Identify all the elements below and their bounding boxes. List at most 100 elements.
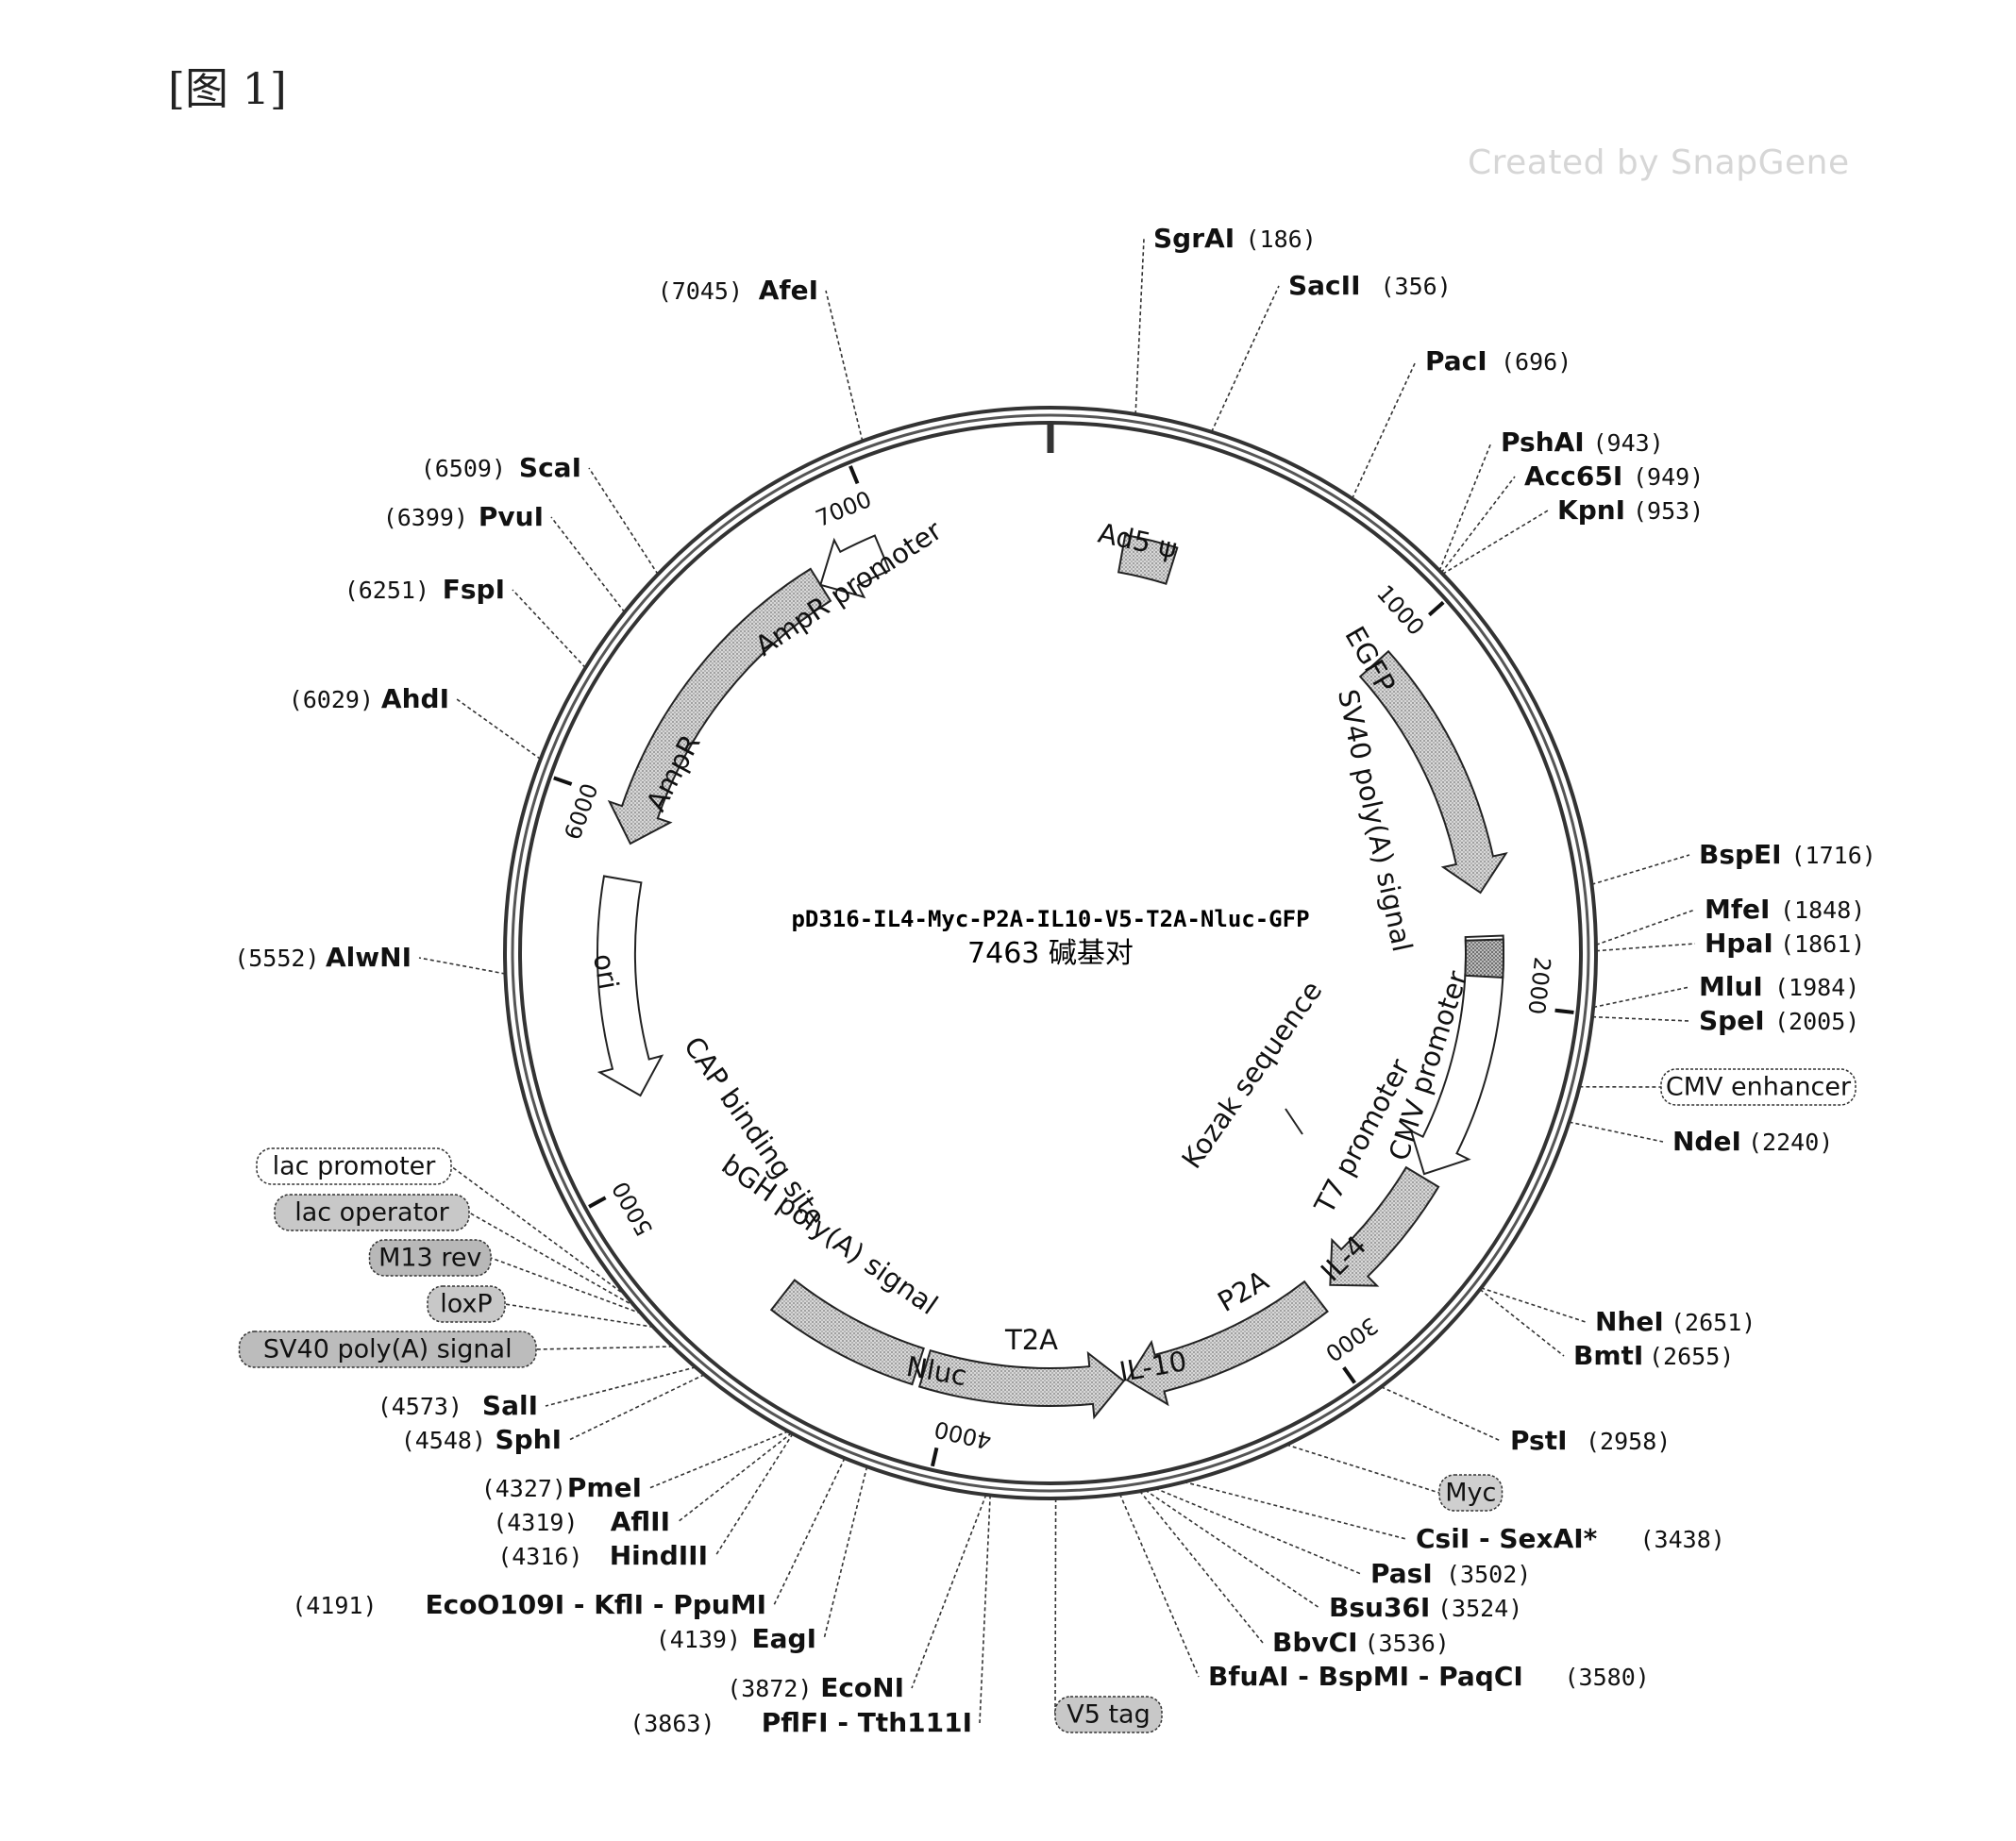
site-position: (3502) [1446, 1561, 1531, 1588]
site-position: (1984) [1774, 974, 1859, 1001]
boxed-label-v5-tag: V5 tag [1067, 1700, 1151, 1730]
plasmid-length: 7463 碱基对 [967, 937, 1134, 970]
site-position: (6399) [383, 504, 468, 531]
site-position: (3524) [1437, 1595, 1522, 1622]
tick-label-4000: 4000 [932, 1415, 994, 1454]
site-position: (5552) [234, 945, 319, 972]
site-label-pflfi-tth111i: PflFI - Tth111I(3863) [630, 1707, 972, 1738]
site-position: (3580) [1565, 1664, 1650, 1691]
site-name: PasI [1370, 1558, 1433, 1589]
site-label-sphi: SphI(4548) [401, 1424, 562, 1455]
site-leader-mlui [1592, 986, 1690, 1009]
site-label-fspi: FspI(6251) [344, 574, 505, 605]
site-position: (3872) [727, 1675, 812, 1702]
tick-mark-4000 [930, 1447, 939, 1467]
site-label-afei: AfeI(7045) [658, 275, 818, 306]
site-name: PvuI [479, 501, 544, 532]
kozak-marker [1285, 1108, 1303, 1135]
tick-label-3000: 3000 [1320, 1312, 1383, 1366]
site-leader-afei [825, 290, 864, 442]
site-position: (4327) [481, 1475, 566, 1502]
site-leader-ahdi [456, 698, 542, 761]
boxed-leader-v5-tag [1054, 1498, 1057, 1715]
site-leader-paci [1351, 360, 1417, 499]
feature-cmv-start-block [1464, 938, 1504, 979]
site-leader-ecoo109i-kfli-ppumi [773, 1457, 846, 1606]
boxed-frame-cmv-enhancer [1660, 1068, 1856, 1106]
site-name: AfeI [759, 275, 818, 306]
site-position: (356) [1381, 273, 1452, 300]
site-label-mlui: MluI (1984) [1699, 971, 1859, 1002]
feature-il-4 [1329, 1165, 1440, 1287]
boxed-leader-lac-promoter [450, 1165, 627, 1297]
site-group: SgrAI(186)SacII(356)PacI(696)PshAI(943)A… [234, 223, 1876, 1738]
site-leader-alwni [418, 957, 506, 975]
feature-egfp [1358, 649, 1508, 895]
site-name: MluI [1699, 971, 1763, 1002]
site-name: CsiI - SexAI* [1416, 1523, 1598, 1554]
boxed-label-lac-promoter: lac promoter [273, 1152, 437, 1181]
site-leader-spei [1591, 1015, 1690, 1022]
site-name: NheI [1595, 1306, 1664, 1337]
site-label-spei: SpeI (2005) [1699, 1005, 1859, 1036]
site-leader-hindiii [714, 1432, 794, 1557]
site-label-eagi: EagI(4139) [656, 1623, 816, 1654]
site-label-paci: PacI(696) [1425, 345, 1571, 377]
feature-ampr [607, 567, 832, 845]
site-position: (949) [1633, 463, 1704, 491]
tick-mark-7000 [848, 465, 860, 485]
site-position: (2005) [1774, 1008, 1859, 1035]
site-label-kpni: KpnI(953) [1557, 494, 1704, 526]
boxed-frame-m13-rev [368, 1239, 492, 1277]
site-name: Acc65I [1524, 460, 1622, 492]
tick-mark-3000 [1342, 1366, 1356, 1384]
site-leader-sgrai [1134, 238, 1145, 415]
site-label-bbvci: BbvCI(3536) [1272, 1627, 1450, 1658]
backbone-inner [518, 421, 1583, 1485]
site-label-hindiii: HindIII(4316) [497, 1540, 708, 1571]
site-label-csii-sexai: CsiI - SexAI*(3438) [1416, 1523, 1725, 1554]
site-name: KpnI [1557, 494, 1625, 526]
site-leader-pflfi-tth111i [979, 1495, 991, 1724]
site-name: HpaI [1705, 928, 1773, 959]
boxed-label-m13-rev: M13 rev [378, 1244, 481, 1273]
site-leader-bbvci [1139, 1490, 1264, 1644]
site-position: (2651) [1671, 1309, 1756, 1336]
site-leader-sacii [1210, 285, 1280, 433]
site-position: (1716) [1791, 842, 1876, 869]
boxed-leader-lac-operator [468, 1212, 636, 1308]
boxed-leader-myc [1285, 1444, 1440, 1494]
site-leader-pvui [550, 516, 626, 613]
tick-label-1000: 1000 [1371, 580, 1430, 641]
boxed-frame-sv40-poly-a-signal [238, 1331, 537, 1368]
feature-nluc [917, 1348, 1126, 1420]
site-leader-sali [545, 1366, 697, 1407]
site-name: FspI [443, 574, 505, 605]
site-name: SpeI [1699, 1005, 1765, 1036]
site-name: AflII [611, 1506, 670, 1537]
snapgene-watermark: Created by SnapGene [1468, 143, 1850, 182]
site-position: (4573) [378, 1393, 462, 1420]
site-leader-mfei [1595, 909, 1696, 946]
feature-ori [596, 875, 664, 1097]
site-label-bsu36i: Bsu36I (3524) [1329, 1592, 1522, 1623]
site-position: (696) [1501, 348, 1571, 376]
site-label-nhei: NheI (2651) [1595, 1306, 1756, 1337]
boxed-label-myc: Myc [1445, 1479, 1496, 1508]
feature-label-nluc: Nluc [904, 1350, 969, 1393]
tick-label-2000: 2000 [1522, 956, 1555, 1016]
site-leader-pasi [1154, 1487, 1362, 1575]
site-label-pmei: PmeI(4327) [481, 1472, 642, 1503]
site-name: Bsu36I [1329, 1592, 1430, 1623]
feature-ad5-psi [1117, 533, 1179, 585]
site-leader-bsu36i [1145, 1489, 1320, 1609]
feature-label-ampr-promoter: AmpR promoter [749, 514, 948, 662]
figure-label: [图 1] [168, 63, 287, 114]
site-name: SacII [1288, 270, 1361, 301]
boxed-frame-v5-tag [1054, 1696, 1163, 1733]
site-label-alwni: AlwNI(5552) [234, 942, 412, 973]
site-name: BmtI [1573, 1340, 1643, 1371]
feature-ampr-promoter [819, 534, 891, 599]
site-position: (186) [1246, 226, 1317, 253]
